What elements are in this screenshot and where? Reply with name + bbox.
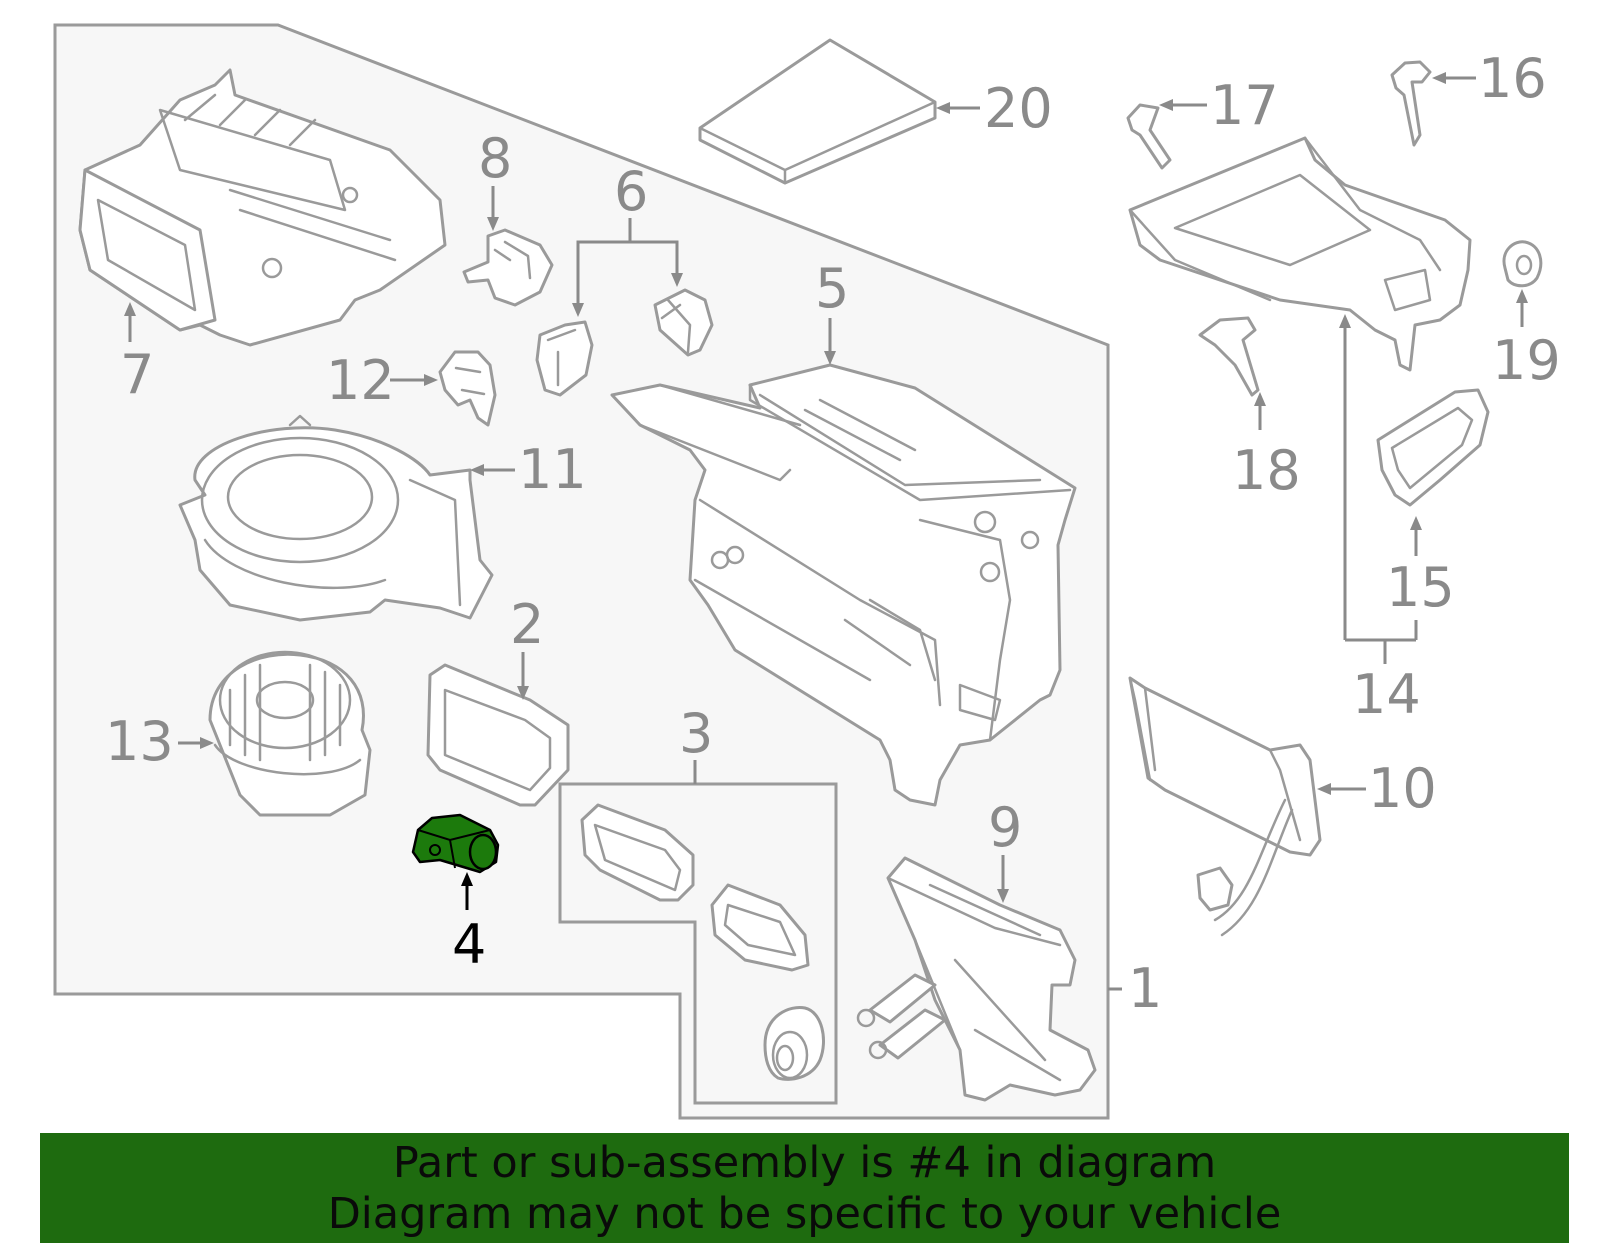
callout-9: 9	[988, 796, 1022, 859]
part-17-clip	[1126, 103, 1172, 170]
parts-diagram: 1 2 3 4 5 6 7 8 9 10 11 12 13 14 15 16 1…	[53, 23, 1561, 1120]
part-10-heater-core	[1128, 676, 1322, 937]
part-15-seal-frame	[1376, 388, 1490, 507]
part-20-filter-cover	[698, 38, 937, 185]
part-18-push-pin	[1198, 316, 1260, 397]
part-3-seals	[580, 803, 825, 1081]
callout-7: 7	[120, 343, 154, 406]
callout-13: 13	[105, 710, 174, 773]
callout-6: 6	[614, 160, 648, 223]
callout-17: 17	[1210, 74, 1279, 137]
callout-11: 11	[518, 438, 587, 501]
callout-10: 10	[1368, 757, 1437, 820]
callout-3: 3	[679, 702, 713, 765]
part-7-air-inlet-housing	[78, 68, 447, 347]
callout-1: 1	[1128, 957, 1162, 1020]
callout-14: 14	[1352, 663, 1421, 726]
callout-16: 16	[1478, 47, 1547, 110]
part-6-actuators	[535, 288, 714, 397]
callout-2: 2	[510, 593, 544, 656]
banner-line-2: Diagram may not be specific to your vehi…	[327, 1189, 1282, 1239]
callout-12: 12	[326, 349, 395, 412]
callout-4: 4	[452, 913, 486, 976]
callout-18: 18	[1232, 439, 1301, 502]
callout-20: 20	[984, 77, 1053, 140]
info-banner: Part or sub-assembly is #4 in diagram Di…	[40, 1133, 1569, 1243]
subgroup-3-box	[558, 782, 838, 1105]
leader-lines	[124, 72, 1528, 991]
part-13-blower-motor	[208, 650, 372, 817]
part-14-duct	[1128, 136, 1472, 372]
part-8-actuator	[462, 228, 554, 307]
callout-5: 5	[815, 257, 849, 320]
banner-line-1: Part or sub-assembly is #4 in diagram	[392, 1138, 1217, 1188]
part-9-evaporator	[856, 856, 1097, 1102]
part-11-blower-housing	[178, 414, 494, 622]
callout-19: 19	[1492, 329, 1561, 392]
part-12-bracket	[438, 350, 497, 427]
part-5-hvac-case	[610, 363, 1077, 807]
callout-15: 15	[1386, 556, 1455, 619]
part-16-push-pin	[1390, 60, 1432, 147]
part-19-grommet	[1502, 240, 1543, 288]
part-2-gasket	[426, 663, 570, 807]
callout-8: 8	[478, 127, 512, 190]
part-4-highlighted	[411, 813, 500, 874]
